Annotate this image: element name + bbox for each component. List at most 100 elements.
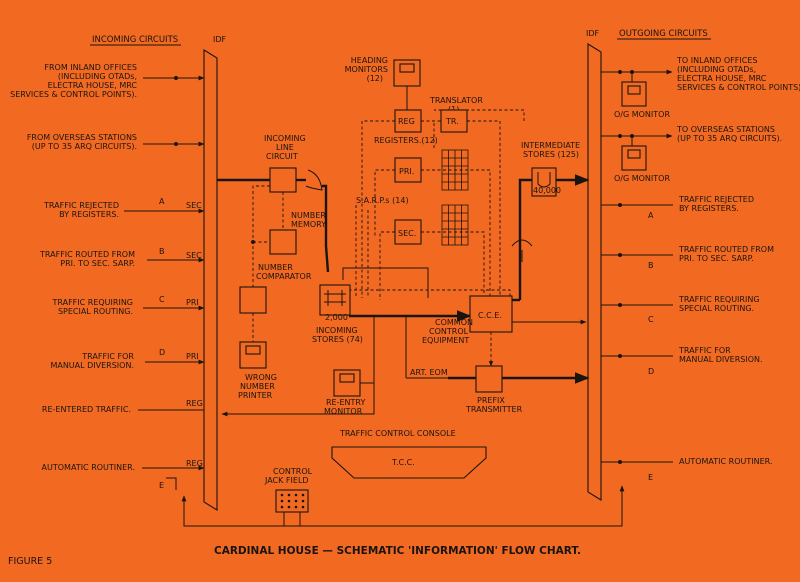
intermediate-stores-box <box>531 167 557 197</box>
idf-left-label: IDF <box>213 35 227 44</box>
svg-text:PRI: PRI <box>186 298 199 307</box>
incoming-line-circuit-box <box>269 167 297 193</box>
og-monitor-1: O/G MONITOR <box>614 81 670 119</box>
routiner-e-line <box>166 477 177 490</box>
svg-text:RE-ENTERED TRAFFIC.: RE-ENTERED TRAFFIC. <box>42 405 131 414</box>
svg-text:A: A <box>159 197 165 206</box>
comparator-box <box>239 286 267 314</box>
pri-label: PRI. <box>399 167 414 176</box>
printer-window <box>245 345 261 355</box>
sarp-grid-sec <box>441 204 469 246</box>
svg-text:AUTOMATIC ROUTINER.: AUTOMATIC ROUTINER. <box>679 457 772 466</box>
control-dashed-lines <box>343 109 525 300</box>
idf-right-frame <box>587 43 602 501</box>
bypass-switch <box>511 239 533 262</box>
svg-text:SEC: SEC <box>186 201 202 210</box>
idf-right-label: IDF <box>586 29 600 38</box>
outgoing-labels: TO INLAND OFFICES(INCLUDING OTADs,ELECTR… <box>676 56 800 466</box>
stores-loop <box>342 267 429 298</box>
svg-text:B: B <box>648 261 654 270</box>
svg-text:E: E <box>648 473 653 482</box>
svg-text:D: D <box>648 367 654 376</box>
chart-title: CARDINAL HOUSE — SCHEMATIC 'INFORMATION'… <box>214 545 581 557</box>
jack-field-lines <box>181 485 625 527</box>
reentry-monitor-window <box>339 373 355 383</box>
idf-left-frame <box>203 49 218 511</box>
svg-text:FROM INLAND OFFICES(INCLUDING: FROM INLAND OFFICES(INCLUDING OTADs,ELEC… <box>10 63 137 99</box>
svg-text:D: D <box>159 348 165 357</box>
tcc-console <box>331 446 487 479</box>
art-eom-label: ART. EOM <box>410 368 448 377</box>
registers-label: REGISTERS.(12) <box>374 136 438 145</box>
incoming-labels: FROM INLAND OFFICES(INCLUDING OTADs,ELEC… <box>10 63 137 472</box>
svg-text:AUTOMATIC ROUTINER.: AUTOMATIC ROUTINER. <box>42 463 135 472</box>
outgoing-letters: A B C D E <box>648 211 654 482</box>
incoming-letters: A B C D E <box>159 197 165 490</box>
tcc-label: T.C.C. <box>391 458 415 467</box>
incoming-stores-value: 2,000 <box>325 313 348 322</box>
tr-label: TR. <box>445 117 459 126</box>
sec-sarp-box <box>394 219 422 245</box>
svg-text:B: B <box>159 247 165 256</box>
og-monitor-2: O/G MONITOR <box>614 145 670 183</box>
cce-label: C.C.E. <box>478 311 502 320</box>
cce-box <box>469 295 513 333</box>
pri-sarp-box <box>394 157 422 183</box>
prefix-transmitter-box <box>475 365 503 393</box>
main-flow-lines <box>217 174 590 384</box>
svg-text:TO OVERSEAS STATIONS(UP TO 35: TO OVERSEAS STATIONS(UP TO 35 ARQ CIRCUI… <box>676 125 782 143</box>
comparator-dashes <box>251 185 284 342</box>
tcc-title: TRAFFIC CONTROL CONSOLE <box>339 429 456 438</box>
number-memory-box <box>269 229 297 255</box>
incoming-feeders <box>124 75 205 471</box>
sarp-grid-pri <box>441 149 469 191</box>
svg-text:REG: REG <box>186 459 203 468</box>
svg-text:C: C <box>159 295 165 304</box>
svg-text:PRI: PRI <box>186 352 199 361</box>
svg-text:E: E <box>159 481 164 490</box>
svg-text:REG: REG <box>186 399 203 408</box>
outgoing-circuits-header: OUTGOING CIRCUITS <box>619 29 708 39</box>
outgoing-feeders <box>601 69 673 464</box>
reentry-return-line <box>221 316 375 417</box>
svg-text:FROM OVERSEAS STATIONS(UP TO 3: FROM OVERSEAS STATIONS(UP TO 35 ARQ CIRC… <box>27 133 137 151</box>
svg-text:O/G MONITOR: O/G MONITOR <box>614 110 670 119</box>
figure-label: FIGURE 5 <box>8 556 52 567</box>
intermediate-stores-symbol <box>537 172 551 188</box>
sec-label: SEC. <box>398 229 416 238</box>
svg-text:TO INLAND OFFICES(INCLUDING OT: TO INLAND OFFICES(INCLUDING OTADs,ELECTR… <box>676 56 800 92</box>
incoming-circuits-header: INCOMING CIRCUITS <box>92 35 178 45</box>
svg-text:SEC: SEC <box>186 251 202 260</box>
svg-text:O/G MONITOR: O/G MONITOR <box>614 174 670 183</box>
incoming-stores-box <box>319 284 351 316</box>
line-circuit-switch <box>305 169 323 191</box>
incoming-tags: SEC SEC PRI PRI REG REG <box>186 201 203 468</box>
intermediate-stores-value: 40,000 <box>533 186 561 195</box>
reg-label: REG <box>398 117 415 126</box>
sarps-label: S.A.R.P.s (14) <box>356 196 409 205</box>
svg-text:C: C <box>648 315 654 324</box>
svg-text:A: A <box>648 211 654 220</box>
